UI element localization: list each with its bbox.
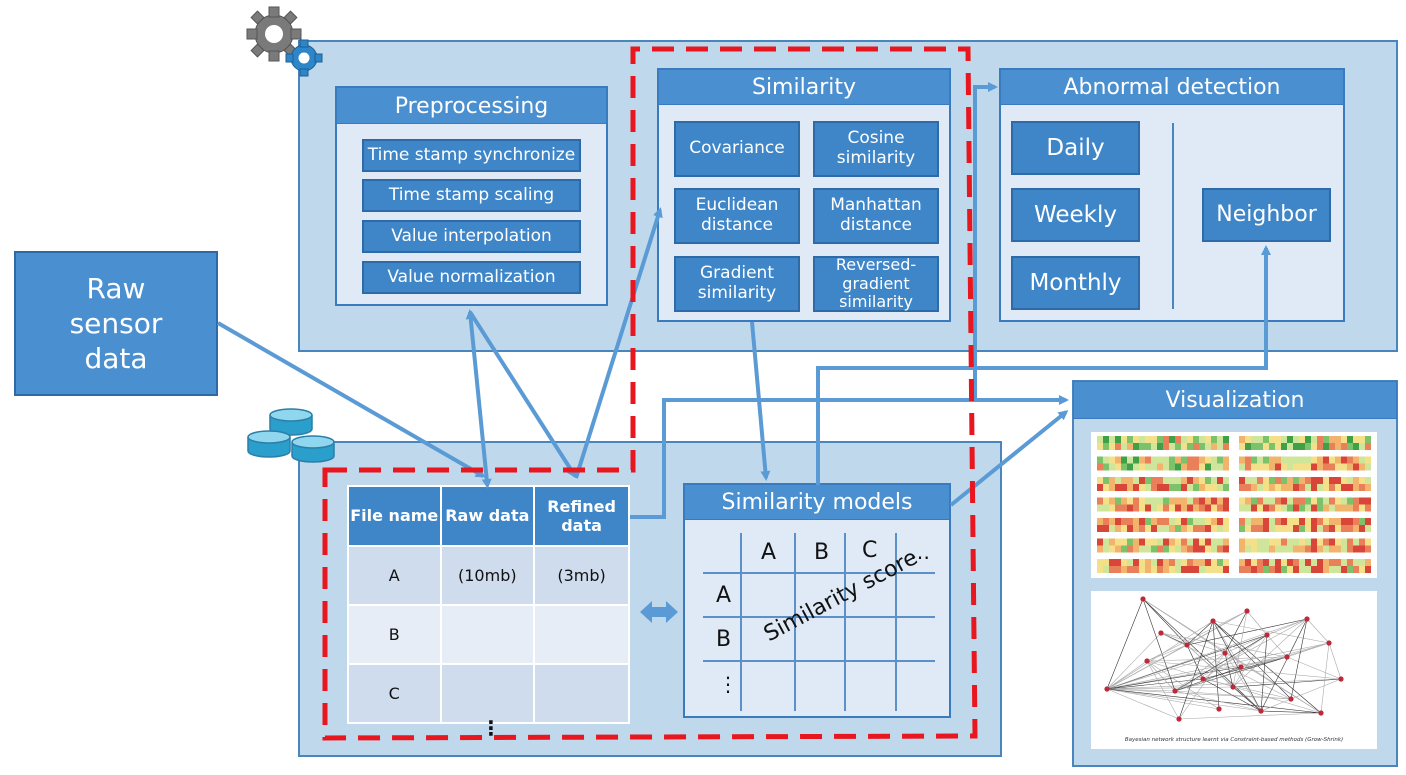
table-header: File name xyxy=(347,485,442,547)
similarity-metric: Covariance xyxy=(674,121,800,177)
arrow-refined-to-similarity xyxy=(574,207,663,479)
preprocess-step: Value interpolation xyxy=(362,220,581,253)
similarity-metric: Cosine similarity xyxy=(813,121,939,177)
grid-col-label: A xyxy=(761,540,777,565)
divider xyxy=(1172,123,1174,309)
table-cell: (3mb) xyxy=(533,545,630,606)
arrow-models-to-neighbor xyxy=(816,245,1271,485)
table-header: Refined data xyxy=(533,485,630,547)
table-row: C xyxy=(347,663,630,724)
similarity-metric: Euclidean distance xyxy=(674,188,800,244)
arrow-to-abnormal xyxy=(973,82,998,400)
grid-row-label: A xyxy=(716,583,732,608)
similarity-grid xyxy=(703,533,935,711)
dashed-outline xyxy=(322,46,978,741)
network-graph-caption: Bayesian network structure learnt via Co… xyxy=(1124,737,1344,743)
table-cell: C xyxy=(347,663,442,724)
table-row: A (10mb) (3mb) xyxy=(347,545,630,606)
table-cell: (10mb) xyxy=(439,545,536,606)
arrow-preprocessing-refined xyxy=(468,310,577,479)
similarity-models-title: Similarity models xyxy=(684,484,950,520)
raw-sensor-line: Raw xyxy=(86,272,146,305)
period-weekly: Weekly xyxy=(1011,188,1140,242)
raw-sensor-line: data xyxy=(84,342,148,375)
preprocess-step: Time stamp synchronize xyxy=(362,139,581,172)
raw-sensor-line: sensor xyxy=(69,307,163,340)
database-icon xyxy=(247,408,335,463)
grid-col-label: … xyxy=(910,540,930,564)
preprocess-step: Value normalization xyxy=(362,261,581,294)
table-cell: B xyxy=(347,604,442,665)
period-daily: Daily xyxy=(1011,121,1140,175)
similarity-metric: Reversed-gradient similarity xyxy=(813,256,939,312)
table-cell xyxy=(533,663,630,724)
heatmap-image xyxy=(1091,432,1377,578)
grid-row-label: ⋮ xyxy=(718,672,738,696)
network-graph-image xyxy=(1091,591,1377,749)
arrow-refined-to-visualization xyxy=(630,395,1069,519)
arrow-models-to-visualization xyxy=(949,410,1069,507)
arrow-raw-to-table xyxy=(216,321,486,478)
table-cell: A xyxy=(347,545,442,606)
arrow-raw-data-preprocessing xyxy=(465,309,492,489)
similarity-metric: Manhattan distance xyxy=(813,188,939,244)
abnormal-detection-title: Abnormal detection xyxy=(1000,69,1344,105)
similarity-title: Similarity xyxy=(658,69,950,105)
table-more-ellipsis: ⋮ xyxy=(481,716,501,740)
gear-icon xyxy=(246,6,323,77)
preprocessing-title: Preprocessing xyxy=(336,87,607,124)
visualization-title: Visualization xyxy=(1073,381,1397,419)
preprocess-step: Time stamp scaling xyxy=(362,179,581,212)
table-cell xyxy=(439,663,536,724)
table-cell xyxy=(439,604,536,665)
similarity-metric: Gradient similarity xyxy=(674,256,800,312)
neighbor-box: Neighbor xyxy=(1202,188,1331,242)
double-arrow-icon xyxy=(640,601,678,623)
grid-col-label: C xyxy=(862,538,878,563)
table-cell xyxy=(533,604,630,665)
grid-row-label: B xyxy=(716,627,732,652)
raw-sensor-data: Raw sensor data xyxy=(14,251,218,396)
period-monthly: Monthly xyxy=(1011,256,1140,310)
grid-col-label: B xyxy=(814,540,830,565)
table-row: B xyxy=(347,604,630,665)
